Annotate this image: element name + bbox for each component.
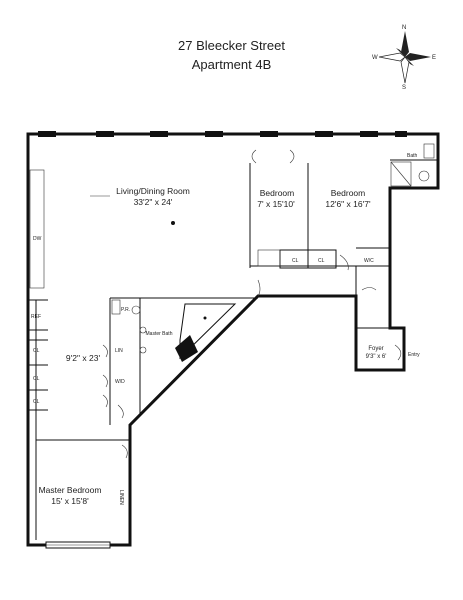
master-bath-name: Master Bath bbox=[146, 331, 173, 337]
wd-label: W/D bbox=[115, 379, 125, 385]
lin-label: LIN bbox=[115, 348, 123, 354]
closet-label-4: CL bbox=[33, 376, 40, 382]
compass-w: W bbox=[372, 55, 378, 61]
ref-label: REF bbox=[31, 314, 41, 320]
interior-walls bbox=[28, 143, 438, 540]
closet-label-3: CL bbox=[33, 348, 40, 354]
linen-label: LINEN bbox=[118, 490, 124, 505]
compass-rose: N S E W bbox=[372, 25, 436, 91]
entry-label: Entry bbox=[408, 352, 420, 358]
compass-s: S bbox=[402, 85, 406, 91]
master-bedroom-name: Master Bedroom bbox=[39, 485, 102, 495]
apartment-subtitle: Apartment 4B bbox=[191, 57, 272, 72]
bath-name: Bath bbox=[407, 153, 418, 159]
master-bedroom-dim: 15' x 15'8' bbox=[51, 496, 89, 506]
hall-dim: 9'2" x 23' bbox=[66, 353, 101, 363]
closet-label-1: CL bbox=[292, 258, 299, 264]
bedroom2-name: Bedroom bbox=[331, 188, 366, 198]
living-room-dim: 33'2" x 24' bbox=[134, 197, 173, 207]
dw-label: DW bbox=[33, 236, 42, 242]
bedroom2-dim: 12'6" x 16'7' bbox=[325, 199, 371, 209]
foyer-name: Foyer bbox=[368, 346, 383, 352]
pr-label: P.R. bbox=[121, 307, 130, 313]
room-labels: Living/Dining Room 33'2" x 24' Bedroom 7… bbox=[31, 153, 420, 506]
closet-label-2: CL bbox=[318, 258, 325, 264]
bedroom1-dim: 7' x 15'10' bbox=[257, 199, 295, 209]
exterior-walls bbox=[26, 131, 440, 549]
compass-n: N bbox=[402, 25, 406, 31]
living-room-name: Living/Dining Room bbox=[116, 186, 190, 196]
closet-label-5: CL bbox=[33, 399, 40, 405]
compass-e: E bbox=[432, 55, 436, 61]
foyer-dim: 9'3" x 6' bbox=[366, 354, 387, 360]
address-title: 27 Bleecker Street bbox=[178, 38, 285, 53]
wic-label: W/C bbox=[364, 258, 374, 264]
bedroom1-name: Bedroom bbox=[260, 188, 295, 198]
